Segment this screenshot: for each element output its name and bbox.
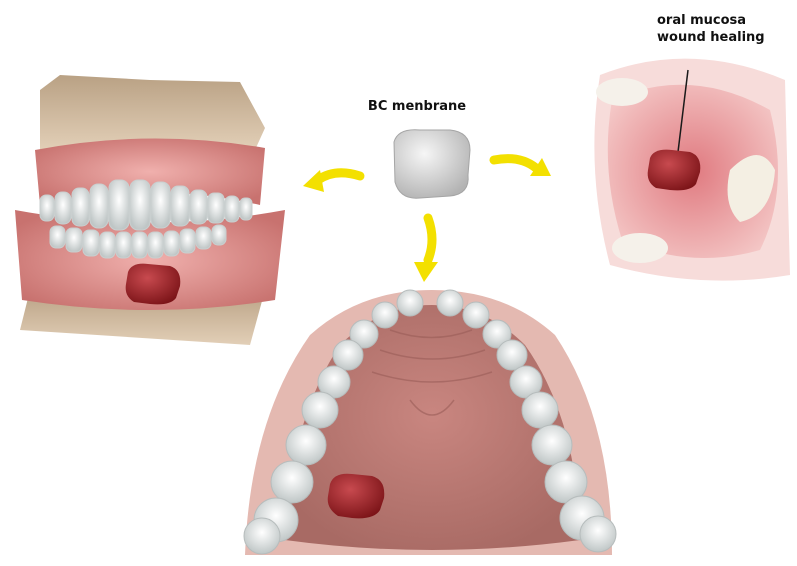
membrane-label: BC menbrane [362,98,472,115]
mucosa-label-line1: oral mucosa [657,12,765,29]
arrow-left [303,170,360,192]
mucosa-label-line2: wound healing [657,29,765,46]
arrow-down [414,218,438,282]
mucosa-label: oral mucosa wound healing [657,12,765,46]
front-teeth-model [15,75,285,345]
palate-model [244,290,616,555]
arrow-right [494,158,551,176]
mouth-photo [594,59,790,281]
membrane-sample [394,130,470,198]
